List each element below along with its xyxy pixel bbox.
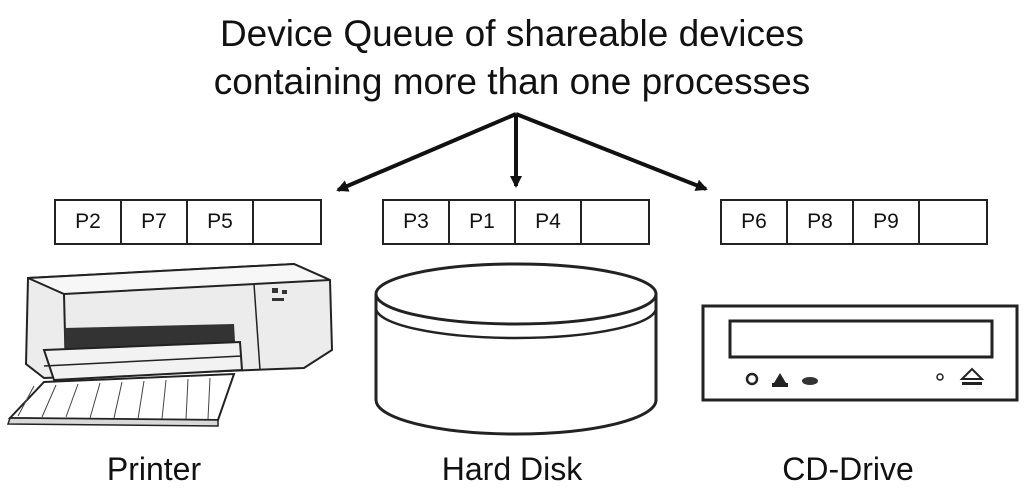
cd-drive-icon <box>701 304 1019 402</box>
arrow-to-printer-queue <box>336 112 517 192</box>
queue-slot: P8 <box>788 201 854 243</box>
queue-slot: P1 <box>450 201 516 243</box>
queue-slot: P7 <box>122 201 188 243</box>
arrow-to-cd-queue <box>515 112 708 191</box>
printer-queue: P2 P7 P5 <box>54 199 322 245</box>
queue-slot: P5 <box>188 201 254 243</box>
queue-slot: P9 <box>854 201 920 243</box>
queue-slot: P3 <box>384 201 450 243</box>
queue-slot-empty <box>254 201 320 243</box>
cd-drive-queue: P6 P8 P9 <box>720 199 988 245</box>
printer-icon <box>6 262 334 427</box>
queue-slot: P6 <box>722 201 788 243</box>
queue-slot-empty <box>920 201 986 243</box>
queue-slot: P2 <box>56 201 122 243</box>
printer-label: Printer <box>106 451 202 487</box>
diagram-title-line-1: Device Queue of shareable devices <box>219 13 805 54</box>
queue-slot-empty <box>582 201 648 243</box>
cd-drive-label: CD-Drive <box>782 451 914 487</box>
diagram-title-line-2: containing more than one processes <box>213 61 811 102</box>
queue-slot: P4 <box>516 201 582 243</box>
hard-disk-icon <box>374 262 658 436</box>
hard-disk-label: Hard Disk <box>441 451 583 487</box>
hard-disk-queue: P3 P1 P4 <box>382 199 650 245</box>
